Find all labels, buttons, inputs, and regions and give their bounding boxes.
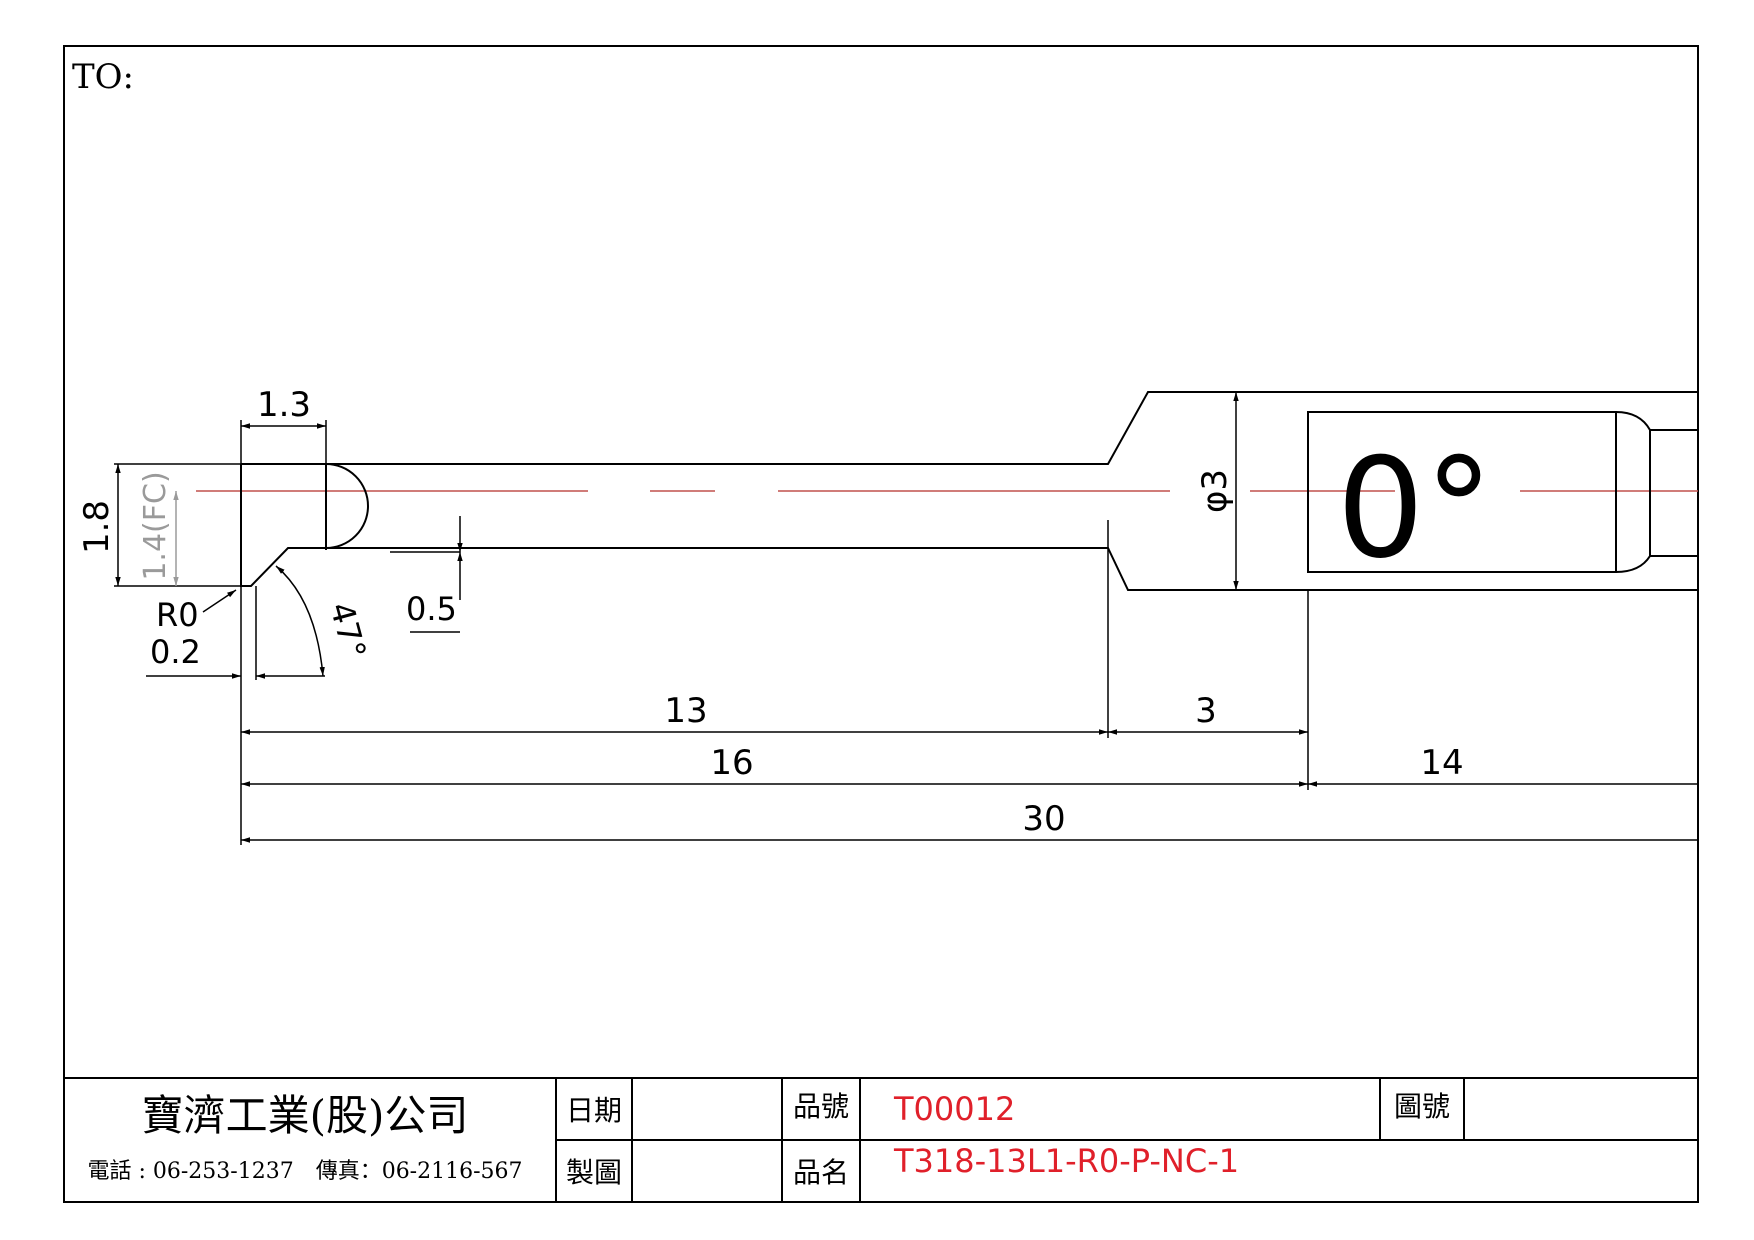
dim-r0: R0 bbox=[156, 596, 199, 634]
part-name-label: 品名 bbox=[793, 1156, 849, 1189]
extension-lines bbox=[114, 420, 1309, 845]
dim-3: 3 bbox=[1195, 691, 1217, 731]
leader-r0 bbox=[202, 589, 237, 613]
arc-47 bbox=[275, 565, 325, 677]
dim-47: 47° bbox=[322, 598, 373, 663]
drawing-frame bbox=[63, 45, 1699, 1203]
to-label: TO: bbox=[72, 57, 134, 97]
dim-0-2: 0.2 bbox=[150, 633, 201, 671]
title-block bbox=[64, 1077, 1698, 1202]
part-no-label: 品號 bbox=[793, 1090, 849, 1123]
drawn-by-label: 製圖 bbox=[566, 1156, 622, 1189]
part-name-value: T318-13L1-R0-P-NC-1 bbox=[893, 1142, 1239, 1180]
dimension-lines bbox=[115, 392, 1698, 843]
drawing-no-label: 圖號 bbox=[1394, 1090, 1450, 1123]
dim-1-8: 1.8 bbox=[77, 500, 117, 554]
dim-14: 14 bbox=[1420, 743, 1463, 783]
company-contact: 電話 : 06-253-1237 傳真：06-2116-567 bbox=[87, 1159, 522, 1184]
dim-13: 13 bbox=[664, 691, 707, 731]
dim-1-4fc: 1.4(FC) bbox=[138, 471, 173, 580]
dim-16: 16 bbox=[710, 743, 753, 783]
dim-1-3: 1.3 bbox=[257, 385, 311, 425]
dim-0-5: 0.5 bbox=[406, 590, 457, 628]
company-name: 寶濟工業(股)公司 bbox=[142, 1091, 469, 1140]
dim-phi3: φ3 bbox=[1195, 469, 1235, 513]
part-no-value: T00012 bbox=[893, 1090, 1015, 1128]
date-label: 日期 bbox=[566, 1094, 622, 1127]
engraved-angle-mark: 0° bbox=[1337, 428, 1494, 589]
dim-30: 30 bbox=[1022, 799, 1065, 839]
